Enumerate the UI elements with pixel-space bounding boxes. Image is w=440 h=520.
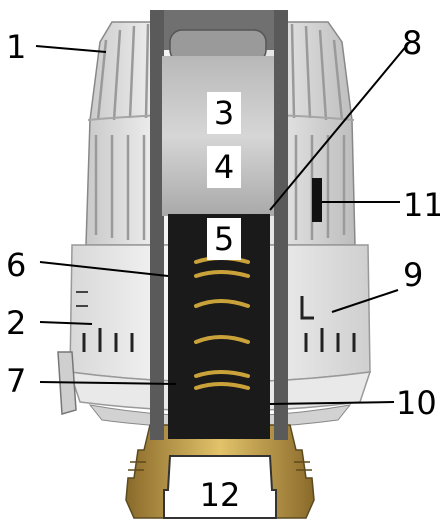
inner-label-4: 4 xyxy=(207,146,241,188)
label-1: 1 xyxy=(6,28,26,66)
leader-lines xyxy=(35,43,409,405)
svg-text:4: 4 xyxy=(214,148,234,186)
inner-label-3: 3 xyxy=(207,92,241,134)
label-9: 9 xyxy=(403,256,423,294)
label-12: 12 xyxy=(200,476,241,514)
union-nut xyxy=(125,424,315,519)
label-7: 7 xyxy=(6,362,26,400)
svg-text:5: 5 xyxy=(214,220,234,258)
setting-marker-slot xyxy=(312,178,322,222)
inner-label-5: 5 xyxy=(207,218,241,260)
label-8: 8 xyxy=(402,24,422,62)
label-2: 2 xyxy=(6,304,26,342)
label-6: 6 xyxy=(6,246,26,284)
return-spring xyxy=(194,256,250,390)
cutaway-section xyxy=(150,10,288,440)
svg-text:3: 3 xyxy=(214,94,234,132)
label-11: 11 xyxy=(403,186,440,224)
label-10: 10 xyxy=(396,384,437,422)
